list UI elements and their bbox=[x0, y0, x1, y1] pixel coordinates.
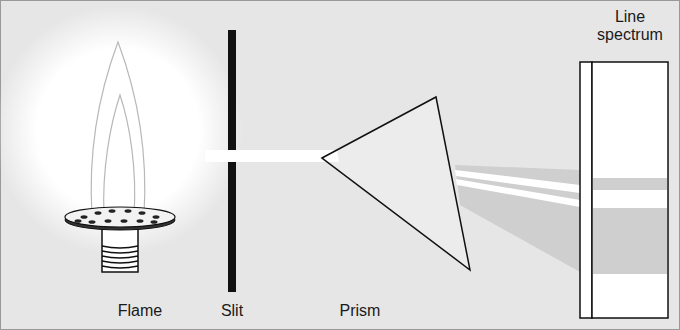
plate-hole bbox=[89, 220, 96, 224]
screen-edge bbox=[580, 62, 592, 318]
spectrum-screen bbox=[592, 62, 668, 318]
thread-line bbox=[102, 266, 138, 268]
plate-hole bbox=[121, 219, 128, 223]
plate-hole bbox=[81, 215, 88, 219]
spectral-band bbox=[593, 208, 667, 274]
plate-hole bbox=[105, 219, 112, 223]
thread-line bbox=[102, 256, 138, 258]
spectral-band bbox=[593, 178, 667, 190]
thread-line bbox=[102, 261, 138, 263]
prism-label: Prism bbox=[340, 302, 381, 320]
slit-label: Slit bbox=[221, 302, 243, 320]
plate-hole bbox=[109, 209, 116, 213]
thread-line bbox=[102, 246, 138, 248]
flame-inner bbox=[104, 95, 135, 215]
slit-bar bbox=[228, 162, 236, 292]
slit-bar bbox=[228, 30, 236, 150]
spectral-ray bbox=[456, 179, 580, 207]
plate-hole bbox=[151, 220, 158, 224]
flame-glow bbox=[0, 5, 243, 255]
flame-outer bbox=[91, 42, 145, 215]
plate-hole bbox=[137, 219, 144, 223]
plate-hole bbox=[75, 219, 82, 223]
burner-tube bbox=[102, 228, 138, 272]
spectrum-label: Line spectrum bbox=[590, 8, 670, 45]
plate-hole bbox=[125, 209, 132, 213]
burner-holes bbox=[75, 209, 160, 224]
burner-thread bbox=[102, 246, 138, 268]
prism-shape bbox=[322, 97, 470, 270]
plate-hole bbox=[139, 211, 146, 215]
dispersed-light bbox=[455, 165, 580, 272]
spectral-line bbox=[593, 282, 667, 298]
thread-line bbox=[102, 251, 138, 253]
light-beam bbox=[205, 150, 339, 162]
flame-label: Flame bbox=[118, 302, 162, 320]
plate-hole bbox=[95, 211, 102, 215]
plate-hole bbox=[153, 215, 160, 219]
burner-plate-top bbox=[65, 207, 175, 227]
